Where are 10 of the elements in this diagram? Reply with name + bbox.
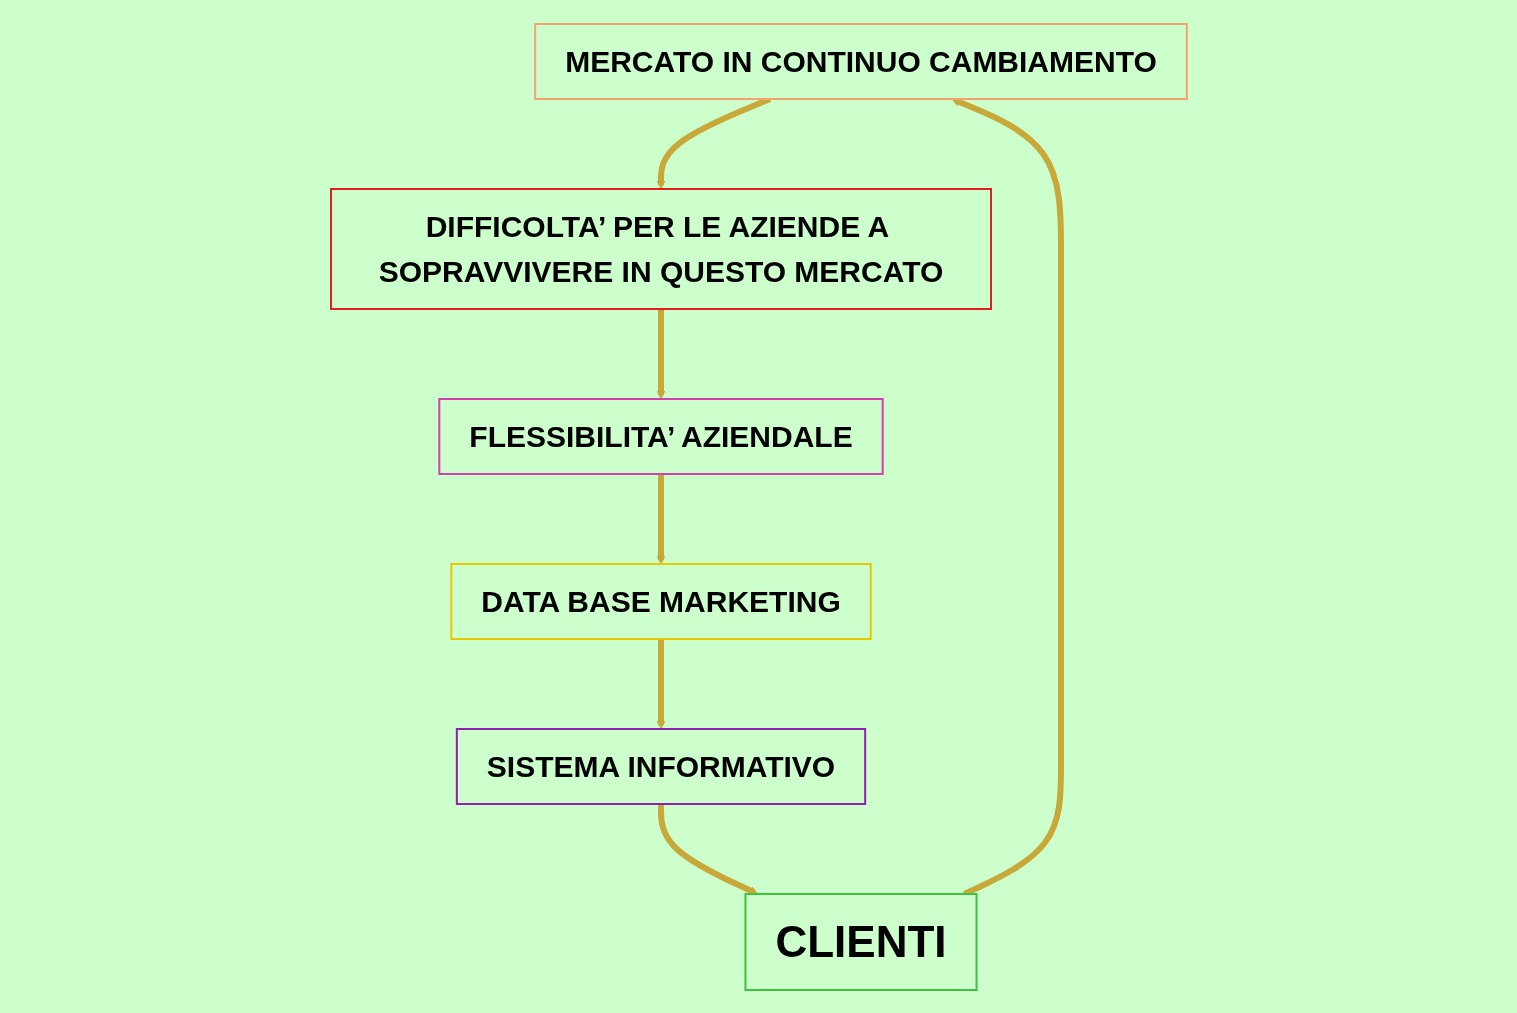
arrow [656,473,665,564]
node-box: SISTEMA INFORMATIVO [455,727,866,805]
arrow [656,308,665,399]
node-box: MERCATO IN CONTINUO CAMBIAMENTO [533,22,1188,100]
node-box: FLESSIBILITA’ AZIENDALE [437,397,884,475]
arrow [656,638,665,729]
node-box: DIFFICOLTA’ PER LE AZIENDE A SOPRAVVIVERE IN QUESTO MERCATO [329,187,992,310]
arrow [657,803,758,895]
node-box: CLIENTI [744,892,978,991]
node-box: DATA BASE MARKETING [449,562,872,640]
